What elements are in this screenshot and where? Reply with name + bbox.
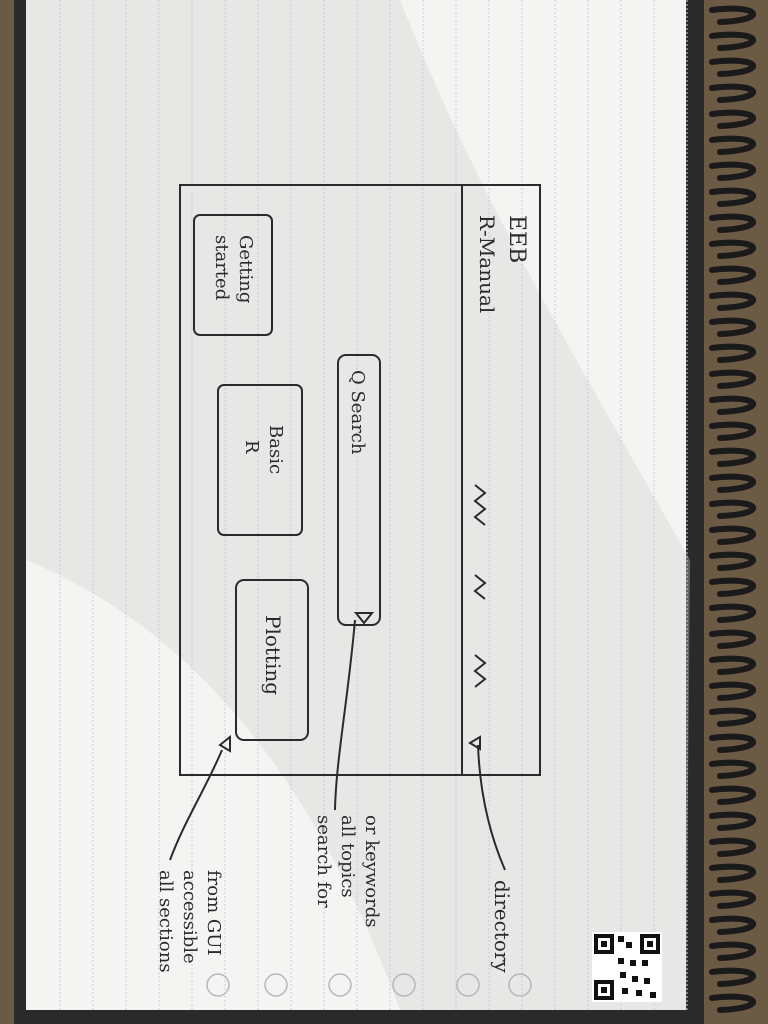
gem-icon xyxy=(206,973,230,997)
spiral-ring xyxy=(709,343,757,363)
spiral-ring xyxy=(709,239,757,259)
annotation-sections-line2: accessible xyxy=(179,870,200,964)
directory-arrow-head xyxy=(468,735,481,751)
search-label: Q Search xyxy=(347,370,368,455)
ruled-lines xyxy=(59,0,688,1010)
annotation-sections: all sections accessible from GUI xyxy=(155,870,224,973)
spiral-ring xyxy=(709,629,757,649)
spiral-ring xyxy=(709,499,757,519)
search-bar[interactable] xyxy=(337,354,381,626)
spiral-ring xyxy=(709,707,757,727)
tile-basic-r-line1: Basic xyxy=(265,425,286,474)
search-arrow xyxy=(334,619,356,811)
spiral-ring xyxy=(709,785,757,805)
spiral-ring xyxy=(709,265,757,285)
annotation-directory: directory xyxy=(490,880,514,973)
spiral-ring xyxy=(709,577,757,597)
annotation-search: search for all topics or keywords xyxy=(313,815,382,928)
annotation-search-line3: or keywords xyxy=(361,815,382,928)
spiral-ring xyxy=(709,213,757,233)
nav-item-1[interactable] xyxy=(473,484,487,526)
tile-basic-r[interactable] xyxy=(217,384,303,536)
annotation-search-line2: all topics xyxy=(337,815,358,898)
spiral-binding xyxy=(709,5,757,1013)
spiral-ring xyxy=(709,83,757,103)
spiral-ring xyxy=(709,681,757,701)
spiral-ring xyxy=(709,733,757,753)
spiral-ring xyxy=(709,941,757,961)
sketch-title-line1: EEB xyxy=(504,215,529,263)
spiral-ring xyxy=(709,31,757,51)
annotation-sections-line3: from GUI xyxy=(203,870,224,956)
tile-basic-r-line2: R xyxy=(241,440,262,454)
spiral-ring xyxy=(709,5,757,25)
spiral-ring xyxy=(709,57,757,77)
spiral-ring xyxy=(709,161,757,181)
spiral-ring xyxy=(709,447,757,467)
heart-icon xyxy=(264,973,288,997)
annotation-search-line1: search for xyxy=(313,815,334,908)
app-frame xyxy=(179,184,541,776)
sketch-title-line2: R-Manual xyxy=(475,215,499,313)
sections-arrow-head xyxy=(218,734,231,753)
sections-arrow xyxy=(169,749,223,861)
spiral-ring xyxy=(709,109,757,129)
star-icon xyxy=(456,973,480,997)
spiral-ring xyxy=(709,187,757,207)
spiral-ring xyxy=(709,135,757,155)
tile-getting-started[interactable] xyxy=(193,214,273,336)
notebook-page xyxy=(26,0,686,1010)
spiral-ring xyxy=(709,655,757,675)
spiral-ring xyxy=(709,291,757,311)
annotation-directory-text: directory xyxy=(490,880,514,973)
bell-icon xyxy=(328,973,352,997)
spiral-ring xyxy=(709,967,757,987)
spiral-ring xyxy=(709,603,757,623)
qr-code xyxy=(592,932,662,1002)
spiral-ring xyxy=(709,837,757,857)
footer-icon-row xyxy=(206,973,532,997)
spiral-ring xyxy=(709,551,757,571)
spiral-ring xyxy=(709,473,757,493)
tile-getting-started-line2: started xyxy=(211,235,232,300)
spiral-ring xyxy=(709,915,757,935)
clover-icon xyxy=(392,973,416,997)
spiral-icon xyxy=(508,973,532,997)
spiral-ring xyxy=(709,369,757,389)
annotation-sections-line1: all sections xyxy=(155,870,176,973)
spiral-ring xyxy=(709,993,757,1013)
spiral-ring xyxy=(709,889,757,909)
spiral-ring xyxy=(709,421,757,441)
nav-item-2[interactable] xyxy=(473,574,487,600)
spiral-ring xyxy=(709,759,757,779)
spiral-ring xyxy=(709,317,757,337)
spiral-ring xyxy=(709,811,757,831)
spiral-ring xyxy=(709,863,757,883)
directory-arrow xyxy=(477,744,506,871)
tile-plotting[interactable] xyxy=(235,579,309,741)
wireframe-sketch: EEB R-Manual Q Search Getting started Ba… xyxy=(179,184,541,776)
spiral-ring xyxy=(709,395,757,415)
search-arrow-head xyxy=(353,612,375,625)
tile-getting-started-line1: Getting xyxy=(235,235,256,303)
tile-plotting-label: Plotting xyxy=(261,615,285,695)
spiral-ring xyxy=(709,525,757,545)
nav-item-3[interactable] xyxy=(473,654,487,688)
